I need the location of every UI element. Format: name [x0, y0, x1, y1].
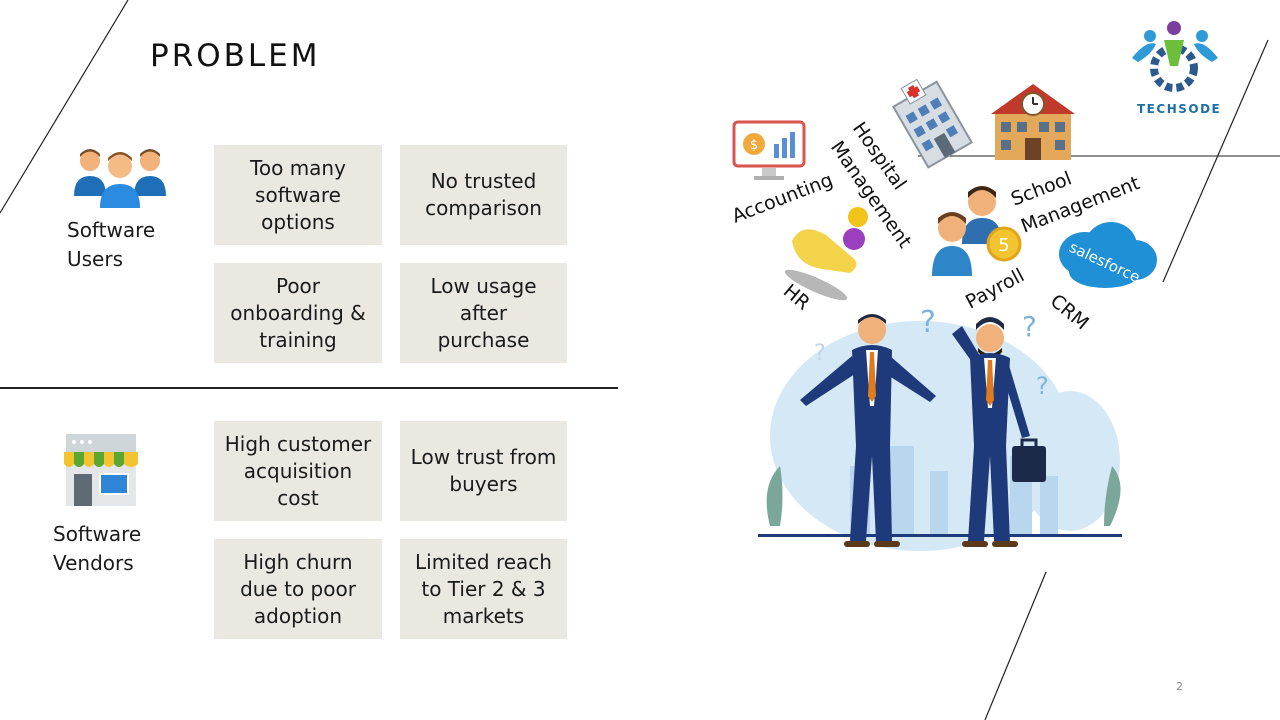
question-mark-icon: ? — [814, 341, 826, 366]
brand-name: TECHSODE — [1137, 102, 1222, 116]
question-mark-icon: ? — [920, 305, 936, 340]
accounting-monitor-icon: $ — [732, 120, 806, 180]
storefront-icon — [64, 434, 138, 506]
page-number: 2 — [1176, 680, 1183, 693]
users-label: Software Users — [67, 218, 156, 271]
school-building-icon — [991, 84, 1075, 160]
techsode-logo — [1132, 21, 1218, 92]
salesforce-cloud-icon — [1059, 222, 1157, 288]
payroll-people-icon: 5 — [932, 186, 1022, 276]
hospital-building-icon — [891, 78, 974, 169]
confused-businessmen-illustration: ? ? ? ? — [758, 305, 1122, 551]
businessman-right — [952, 317, 1046, 547]
vendors-label: Software Vendors — [53, 522, 142, 575]
slide-title: PROBLEM — [150, 38, 321, 74]
svg-text:$: $ — [750, 138, 758, 153]
users-group-icon — [74, 149, 166, 208]
question-mark-icon: ? — [1036, 372, 1049, 400]
businessman-left — [800, 314, 936, 547]
question-mark-icon: ? — [1022, 310, 1037, 343]
section-divider — [0, 387, 618, 389]
svg-text:5: 5 — [998, 235, 1009, 256]
hr-icon — [784, 207, 868, 301]
